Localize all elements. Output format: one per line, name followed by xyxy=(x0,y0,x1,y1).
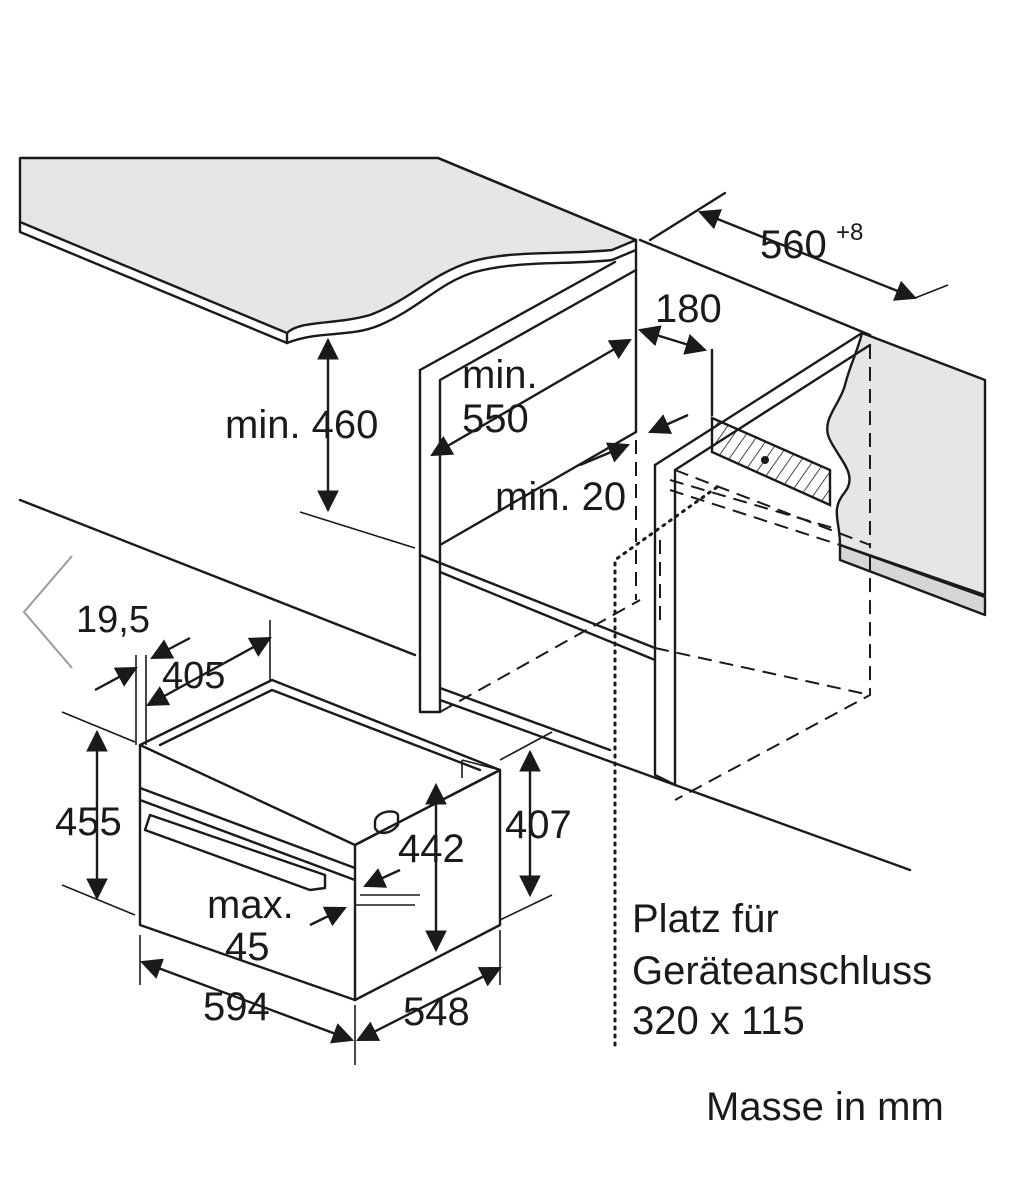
label-min-20: min. 20 xyxy=(495,475,626,519)
label-min-550-line2: 550 xyxy=(462,397,529,441)
label-594: 594 xyxy=(203,985,270,1029)
label-max-45-line2: 45 xyxy=(225,925,270,969)
worktop-left xyxy=(18,156,638,345)
label-max-45-line1: max. xyxy=(207,883,294,927)
label-180: 180 xyxy=(655,287,722,331)
cabinet-niche xyxy=(18,156,912,1047)
label-442: 442 xyxy=(398,827,465,871)
label-19-5: 19,5 xyxy=(76,599,150,641)
dimension-labels: 560 +8 180 min. 550 min. 460 min. 20 19,… xyxy=(55,219,863,1034)
label-455: 455 xyxy=(55,800,122,844)
chevron-left-icon[interactable] xyxy=(22,555,73,669)
label-407: 407 xyxy=(505,803,572,847)
units-caption: Masse in mm xyxy=(706,1085,944,1129)
note-line-1: Platz für xyxy=(632,897,779,941)
label-560-tolerance: +8 xyxy=(836,219,863,246)
label-min-460: min. 460 xyxy=(225,403,378,447)
label-min-550-line1: min. xyxy=(462,353,538,397)
note-line-2: Geräteanschluss xyxy=(632,949,932,993)
label-405: 405 xyxy=(162,655,225,697)
note-line-3: 320 x 115 xyxy=(632,999,805,1043)
label-548: 548 xyxy=(403,990,470,1034)
worktop-right xyxy=(826,331,987,617)
connection-note: Platz für Geräteanschluss 320 x 115 xyxy=(632,897,932,1043)
dimension-lines xyxy=(61,209,949,1065)
label-560: 560 xyxy=(760,223,827,267)
